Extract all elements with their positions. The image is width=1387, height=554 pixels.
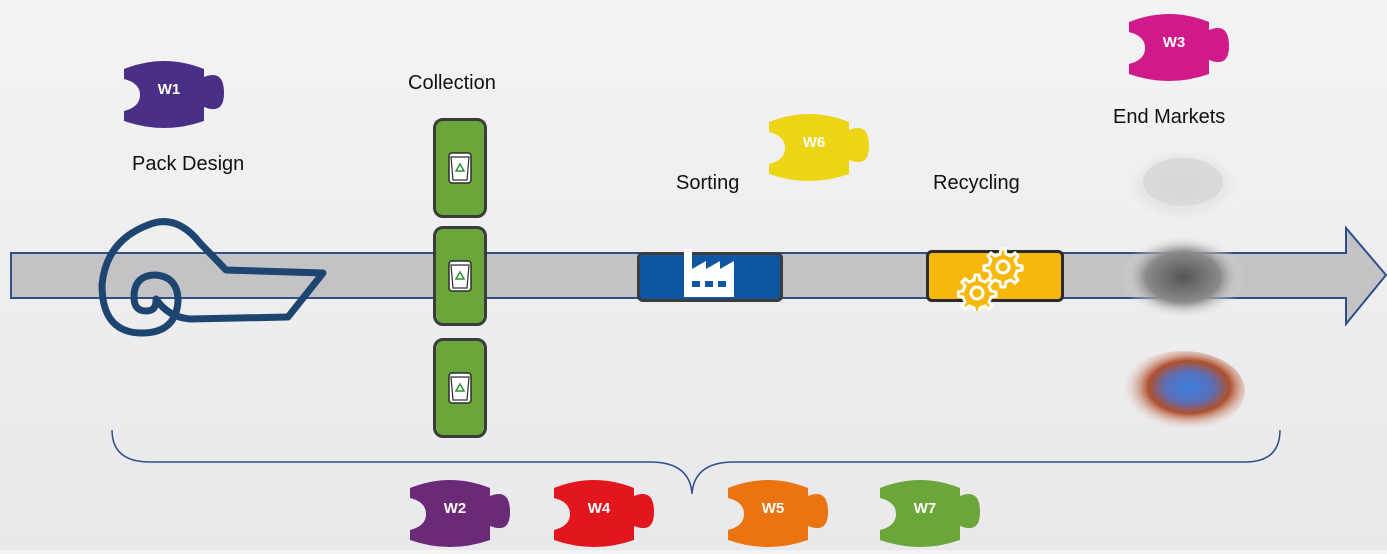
gears-icon [957, 247, 1024, 311]
workstream-label: W5 [761, 500, 785, 517]
puzzle-piece-icon [124, 61, 224, 128]
workstream-label: W1 [157, 81, 181, 98]
recycle-bin-icon [448, 372, 472, 404]
workstream-badge-w6: W6 [765, 108, 875, 188]
puzzle-piece-icon [410, 480, 510, 547]
sorting-facility-box [637, 249, 783, 302]
recycle-bin-top [433, 118, 487, 218]
stage-label-sorting: Sorting [676, 172, 740, 194]
workstream-badge-w1: W1 [120, 55, 230, 135]
recycle-bin-middle [433, 226, 487, 326]
film-roll-icon [98, 218, 327, 337]
factory-icon [684, 249, 734, 297]
workstream-badge-w3: W3 [1125, 8, 1235, 88]
workstream-badge-w2: W2 [406, 474, 516, 554]
plastic-pellets-icon [1121, 145, 1245, 225]
workstream-label: W2 [443, 500, 467, 517]
puzzle-piece-icon [554, 480, 654, 547]
workstream-label: W3 [1162, 34, 1186, 51]
recycling-process-box [926, 247, 1064, 311]
puzzle-piece-icon [880, 480, 980, 547]
plastic-pellets-icon [1121, 351, 1245, 431]
workstream-label: W4 [587, 500, 611, 517]
recycle-bin-icon [448, 152, 472, 184]
stage-label-pack-design: Pack Design [132, 153, 245, 175]
puzzle-piece-icon [769, 114, 869, 181]
recycle-bin-icon [448, 260, 472, 292]
workstream-badge-w7: W7 [876, 474, 986, 554]
plastic-pellets-icon [1121, 235, 1245, 319]
puzzle-piece-icon [1129, 14, 1229, 81]
workstream-badge-w4: W4 [550, 474, 660, 554]
stage-label-collection: Collection [408, 72, 496, 94]
recycle-bin-bottom [433, 338, 487, 438]
workstream-badge-w5: W5 [724, 474, 834, 554]
workstream-label: W7 [913, 500, 937, 517]
stage-label-recycling: Recycling [933, 172, 1020, 194]
puzzle-piece-icon [728, 480, 828, 547]
stage-label-end-markets: End Markets [1113, 106, 1226, 128]
workstream-label: W6 [802, 134, 826, 151]
